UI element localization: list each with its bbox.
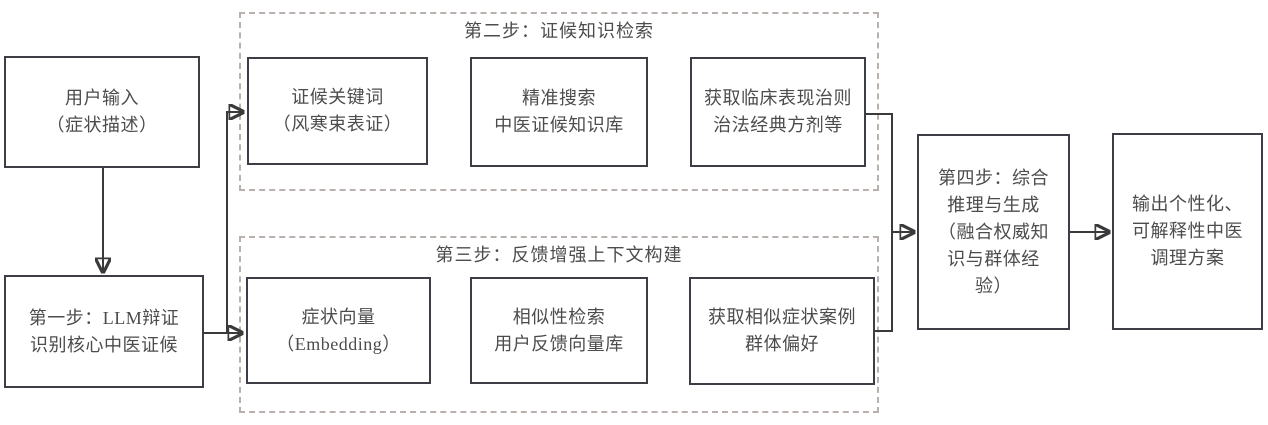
- node-similar-cases: 获取相似症状案例 群体偏好: [689, 277, 875, 385]
- node-symptom-vector: 症状向量 （Embedding）: [246, 277, 431, 384]
- node-clinical-results: 获取临床表现治则 治法经典方剂等: [690, 57, 866, 167]
- node-output-plan: 输出个性化、 可解释性中医 调理方案: [1112, 133, 1263, 330]
- node-precise-search: 精准搜索 中医证候知识库: [470, 57, 648, 167]
- node-step1-llm-dialectic: 第一步：LLM辩证 识别核心中医证候: [4, 275, 204, 388]
- node-step4-reasoning: 第四步：综合 推理与生成 （融合权威知 识与群体经 验）: [917, 134, 1070, 330]
- node-similarity-search: 相似性检索 用户反馈向量库: [470, 277, 648, 384]
- node-syndrome-keywords: 证候关键词 （风寒束表证）: [247, 57, 428, 165]
- group-step3-title: 第三步：反馈增强上下文构建: [435, 245, 683, 265]
- group-step2-knowledge-retrieval: 第二步：证候知识检索: [239, 12, 879, 191]
- node-user-input: 用户输入 （症状描述）: [4, 56, 200, 168]
- arrow-step1-to-step2: [204, 112, 243, 334]
- group-step2-title: 第二步：证候知识检索: [464, 21, 654, 41]
